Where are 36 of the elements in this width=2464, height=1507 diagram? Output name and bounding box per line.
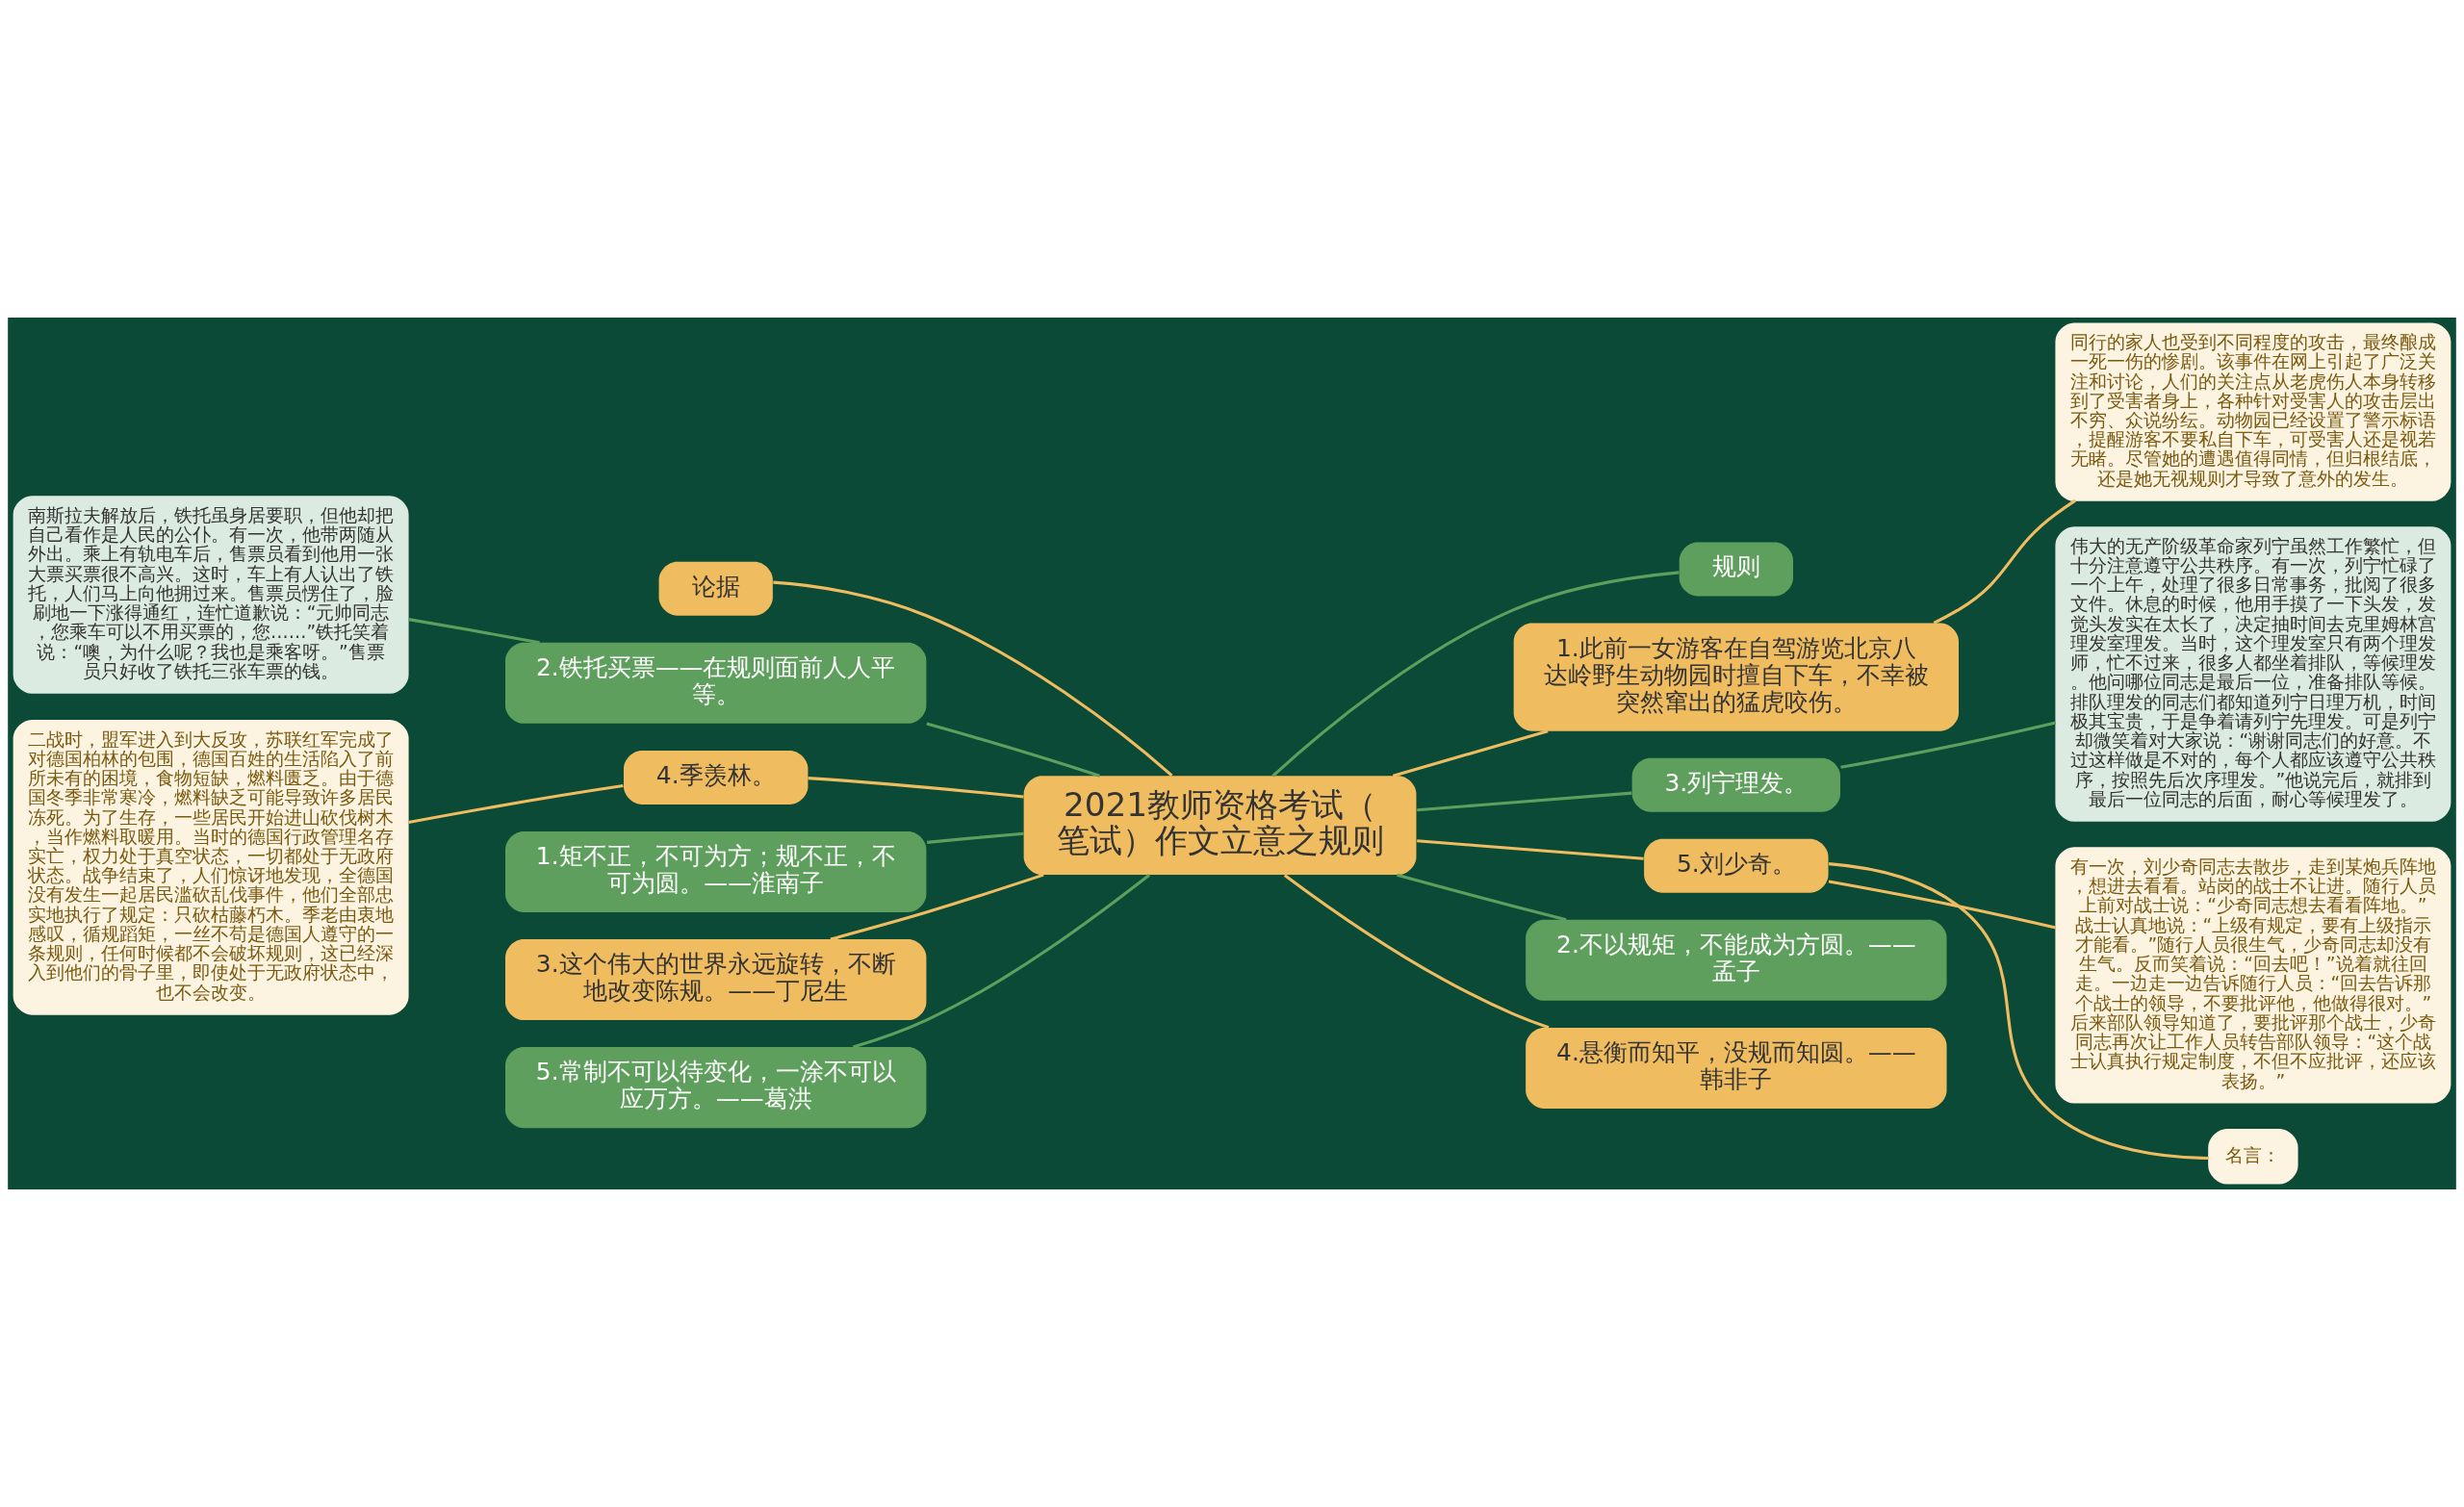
connector [1271, 571, 1680, 778]
connector [808, 777, 1024, 799]
node-box: 1.此前一女游客在自驾游览北京八达岭野生动物园时擅自下车，不幸被突然窜出的猛虎咬伤。 [1513, 623, 1959, 731]
node-box: 规则 [1679, 542, 1793, 597]
connector [1828, 862, 2209, 1161]
node-box: 3.这个伟大的世界永远旋转，不断地改变陈规。——丁尼生 [505, 939, 927, 1021]
node-box: 5.常制不可以待变化，一涂不可以应万方。——葛洪 [505, 1047, 927, 1129]
connector [830, 873, 1044, 941]
node-box: 南斯拉夫解放后，铁托虽身居要职，但他却把自己看作是人民的公仆。有一次，他带两随从外出。乘上有轨电车后，售票员看到他用一张大票买票很不高兴。这时，车上有人认出了铁托，人们马上向他拥过来。售票员愣住了，脸刷地一下涨得通红，连忙道歉说：“元帅同志，您乘车可以不用买票的，您……”铁托笑着说：“噢，为什么呢？我也是乘客呀。”售票员只好收了铁托三张车票的钱。 [13, 496, 409, 694]
connector [1392, 729, 1549, 778]
connector [1283, 874, 1550, 1030]
connector [926, 722, 1100, 778]
node-box: 5.刘少奇。 [1644, 838, 1829, 893]
connector [773, 580, 1173, 778]
node-box: 4.悬衡而知平，没规而知圆。——韩非子 [1526, 1027, 1947, 1109]
connector [408, 784, 624, 825]
node-box: 4.季羡林。 [624, 750, 808, 805]
node-box: 2021教师资格考试（笔试）作文立意之规则 [1023, 776, 1417, 876]
connector [1933, 498, 2076, 625]
node-box: 论据 [658, 561, 773, 616]
connector [1828, 880, 2057, 930]
connector [408, 618, 540, 645]
connector [1840, 721, 2057, 769]
connector [926, 831, 1024, 844]
node-box: 名言： [2208, 1128, 2298, 1185]
node-box: 2.不以规矩，不能成为方圆。——孟子 [1526, 919, 1947, 1001]
connector [1417, 791, 1632, 812]
connector [1397, 873, 1567, 922]
node-box: 伟大的无产阶级革命家列宁虽然工作繁忙，但十分注意遵守公共秩序。有一次，列宁忙碌了一个上午，处理了很多日常事务，批阅了很多文件。休息的时候，他用手摸了一下头发，发觉头发实在太长了，决定抽时间去克里姆林宫理发室理发。当时，这个理发室只有两个理发师，忙不过来，很多人都坐着排队，等候理发。他问哪位同志是最后一位，准备排队等候。排队理发的同志们都知道列宁日理万机，时间极其宝贵，于是争着请列宁先理发。可是列宁却微笑着对大家说：“谢谢同志们的好意。不过这样做是不对的，每个人都应该遵守公共秩序，按照先后次序理发。”他说完后，就排到最后一位同志的后面，耐心等候理发了。 [2055, 526, 2451, 822]
connector [1417, 839, 1644, 860]
node-box: 3.列宁理发。 [1631, 757, 1840, 812]
node-box: 1.矩不正，不可为方；规不正，不可为圆。——淮南子 [505, 830, 927, 912]
node-box: 二战时，盟军进入到大反攻，苏联红军完成了对德国柏林的包围，德国百姓的生活陷入了前所未有的困境，食物短缺，燃料匮乏。由于德国冬季非常寒冷，燃料缺乏可能导致许多居民冻死。为了生存，一些居民开始进山砍伐树木，当作燃料取暖用。当时的德国行政管理名存实亡，权力处于真空状态，一切都处于无政府状态。战争结束了，人们惊讶地发现，全德国没有发生一起居民滥砍乱伐事件，他们全部忠实地执行了规定：只砍枯藤朽木。季老由衷地感叹，循规蹈矩，一丝不苟是德国人遵守的一条规则，任何时候都不会破坏规则，这已经深入到他们的骨子里，即使处于无政府状态中，也不会改变。 [13, 719, 409, 1015]
node-box: 2.铁托买票——在规则面前人人平等。 [505, 642, 927, 724]
node-box: 有一次，刘少奇同志去散步，走到某炮兵阵地，想进去看看。站岗的战士不让进。随行人员上前对战士说：“少奇同志想去看看阵地。”战士认真地说：“上级有规定，要有上级指示才能看。”随行人员很生气，少奇同志却没有生气。反而笑着说：“回去吧！”说着就往回走。一边走一边告诉随行人员：“回去告诉那个战士的领导，不要批评他，他做得很对。”后来部队领导知道了，要批评那个战士，少奇同志再次让工作人员转告部队领导：“这个战士认真执行规定制度，不但不应批评，还应该表扬。” [2055, 847, 2451, 1104]
node-box: 同行的家人也受到不同程度的攻击，最终酿成一死一伤的惨剧。该事件在网上引起了广泛关注和讨论，人们的关注点从老虎伤人本身转移到了受害者身上，各种针对受害人的攻击层出不穷、众说纷纭。动物园已经设置了警示标语，提醒游客不要私自下车，可受害人还是视若无睹。尽管她的遭遇值得同情，但归根结底，还是她无视规则才导致了意外的发生。 [2055, 322, 2451, 501]
